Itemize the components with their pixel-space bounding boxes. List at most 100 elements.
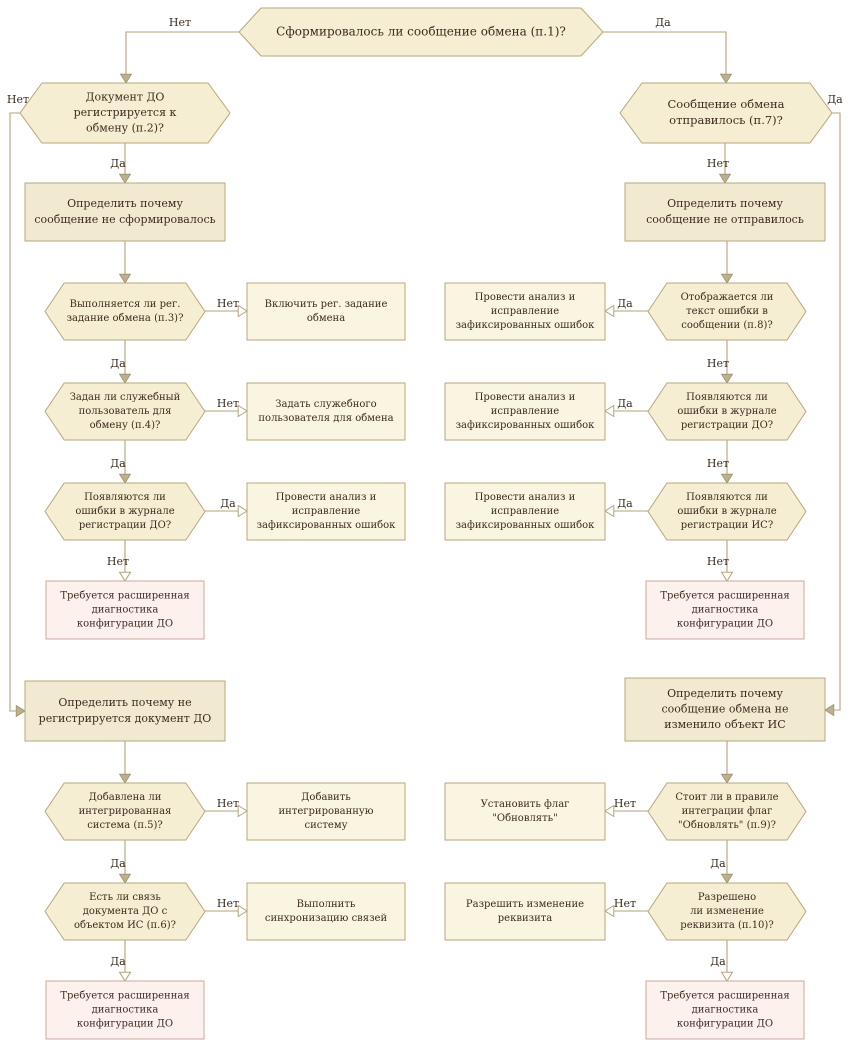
node-text-line: Выполнить: [297, 899, 356, 910]
node-n13[interactable]: Провести анализ иисправлениезафиксирован…: [444, 382, 606, 441]
process-box[interactable]: [246, 782, 406, 841]
node-text-line: синхронизацию связей: [265, 913, 388, 924]
decision-hexagon[interactable]: [238, 7, 604, 57]
node-n25[interactable]: Установить флаг"Обновлять": [444, 782, 606, 841]
decision-hexagon[interactable]: [647, 282, 807, 341]
node-n9[interactable]: Провести анализ иисправлениезафиксирован…: [444, 282, 606, 341]
node-text-line: Сообщение обмена: [668, 97, 785, 111]
node-n15[interactable]: Провести анализ иисправлениезафиксирован…: [246, 482, 406, 541]
node-n31[interactable]: Требуется расширеннаядиагностикаконфигур…: [645, 980, 805, 1040]
node-text-line: Требуется расширенная: [60, 990, 189, 1001]
arrowhead-hollow: [118, 971, 132, 982]
node-text-line: Определить почему не: [58, 696, 191, 709]
process-box[interactable]: [444, 782, 606, 841]
edge-n10-to-n14: Да: [110, 440, 132, 484]
decision-hexagon[interactable]: [44, 382, 206, 441]
node-text-line: зафиксированных ошибок: [257, 520, 397, 531]
edge-n14-to-n15: Да: [205, 497, 248, 518]
edge-n26-to-n27: Нет: [205, 897, 248, 918]
edge-label: Да: [617, 297, 633, 310]
terminal-box[interactable]: [645, 580, 805, 640]
node-n18[interactable]: Требуется расширеннаядиагностикаконфигур…: [45, 580, 205, 640]
process-box[interactable]: [24, 182, 226, 242]
edge-label: Да: [710, 857, 726, 870]
node-n30[interactable]: Требуется расширеннаядиагностикаконфигур…: [45, 980, 205, 1040]
node-text-line: Добавить: [301, 792, 351, 803]
node-n6[interactable]: Выполняется ли рег.задание обмена (п.3)?: [44, 282, 206, 341]
terminal-box[interactable]: [645, 980, 805, 1040]
node-n19[interactable]: Требуется расширеннаядиагностикаконфигур…: [645, 580, 805, 640]
process-box[interactable]: [24, 680, 226, 742]
decision-hexagon[interactable]: [44, 482, 206, 541]
decision-hexagon[interactable]: [619, 82, 833, 144]
decision-hexagon[interactable]: [19, 82, 231, 144]
edge-n24-to-n25: Нет: [604, 797, 648, 818]
node-text-line: сообщение обмена не: [662, 703, 789, 716]
arrowhead-solid: [118, 873, 132, 884]
process-box[interactable]: [444, 382, 606, 441]
edge-label: Нет: [217, 897, 239, 910]
process-box[interactable]: [444, 482, 606, 541]
process-box[interactable]: [246, 882, 406, 941]
process-box[interactable]: [624, 182, 826, 242]
process-box[interactable]: [246, 282, 406, 341]
decision-hexagon[interactable]: [647, 782, 807, 841]
edge-n20-to-n22: [118, 741, 132, 784]
node-n17[interactable]: Провести анализ иисправлениезафиксирован…: [444, 482, 606, 541]
edge-label: Да: [220, 497, 236, 510]
decision-hexagon[interactable]: [44, 782, 206, 841]
node-text-line: Разрешить изменение: [466, 899, 584, 910]
node-text-line: обмена: [307, 313, 345, 324]
node-n1[interactable]: Сформировалось ли сообщение обмена (п.1)…: [238, 7, 604, 57]
process-box[interactable]: [246, 382, 406, 441]
decision-hexagon[interactable]: [44, 882, 206, 941]
terminal-box[interactable]: [45, 580, 205, 640]
decision-hexagon[interactable]: [647, 482, 807, 541]
decision-hexagon[interactable]: [647, 382, 807, 441]
node-n20[interactable]: Определить почему не регистрируется докум…: [24, 680, 226, 742]
node-text-line: диагностика: [92, 605, 159, 616]
terminal-box[interactable]: [45, 980, 205, 1040]
process-box[interactable]: [444, 882, 606, 941]
node-text-line: исправление: [491, 406, 560, 417]
process-box[interactable]: [246, 482, 406, 541]
node-text-line: Определить почему: [667, 687, 783, 700]
node-text-line: интегрированная: [79, 806, 172, 817]
process-box[interactable]: [624, 677, 826, 742]
arrowhead-hollow: [237, 504, 248, 518]
decision-hexagon[interactable]: [647, 882, 807, 941]
edge-label: Нет: [107, 555, 129, 568]
node-text-line: документа ДО с: [83, 906, 168, 917]
edge-n3-to-n21: Да: [824, 93, 843, 717]
arrowhead-solid: [720, 273, 734, 284]
node-text-line: зафиксированных ошибок: [456, 520, 596, 531]
node-n27[interactable]: Выполнить синхронизацию связей: [246, 882, 406, 941]
node-text-line: ошибки в журнале: [677, 506, 776, 517]
decision-hexagon[interactable]: [44, 282, 206, 341]
node-text-line: Есть ли связь: [89, 892, 161, 903]
node-text-line: "Обновлять": [492, 813, 557, 824]
node-text-line: регистрируется документ ДО: [39, 712, 212, 725]
edge-n26-to-n30: Да: [110, 940, 132, 982]
process-box[interactable]: [444, 282, 606, 341]
arrowhead-solid: [720, 773, 734, 784]
